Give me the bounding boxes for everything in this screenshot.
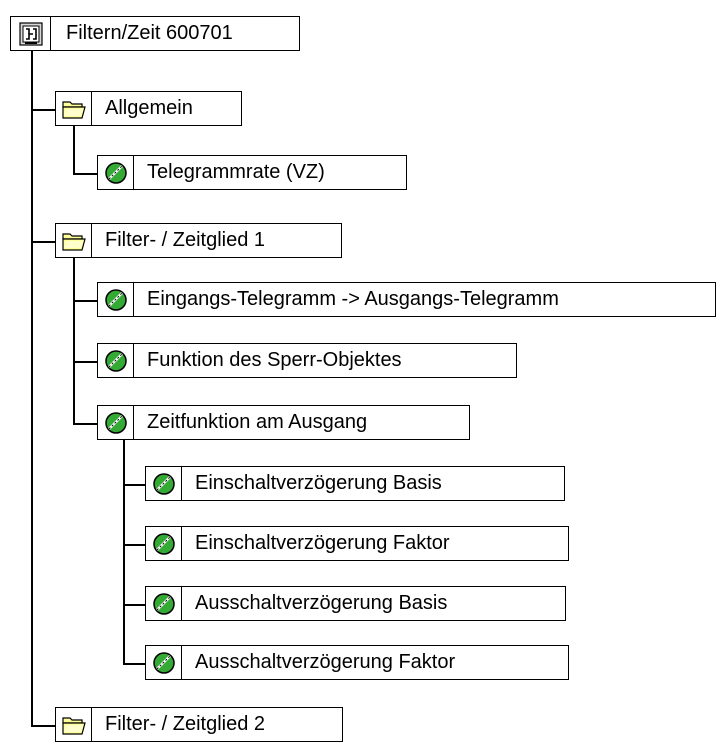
tree-connector bbox=[73, 423, 97, 425]
tree-connector bbox=[123, 484, 145, 486]
tree-param-label: Telegrammrate (VZ) bbox=[147, 161, 325, 183]
device-icon bbox=[11, 17, 51, 50]
tree-folder-label: Filter- / Zeitglied 2 bbox=[105, 713, 266, 735]
tree-folder-zeitglied-1[interactable]: Filter- / Zeitglied 1 bbox=[55, 223, 342, 258]
tree-connector bbox=[31, 241, 55, 243]
tree-param-telegrammrate[interactable]: Telegrammrate (VZ) bbox=[97, 155, 407, 190]
parameter-icon bbox=[146, 467, 182, 500]
tree-param-eingangs-telegramm[interactable]: Eingangs-Telegramm -> Ausgangs-Telegramm bbox=[97, 282, 716, 317]
tree-connector bbox=[31, 43, 33, 727]
folder-open-icon bbox=[56, 224, 92, 257]
parameter-icon bbox=[98, 283, 134, 316]
folder-open-icon bbox=[56, 92, 92, 125]
tree-param-ausschalt-faktor[interactable]: Ausschaltverzögerung Faktor bbox=[145, 645, 569, 680]
tree-folder-zeitglied-2[interactable]: Filter- / Zeitglied 2 bbox=[55, 707, 343, 742]
parameter-icon bbox=[98, 344, 134, 377]
tree-connector bbox=[73, 258, 75, 425]
tree-param-sperr-objekt[interactable]: Funktion des Sperr-Objektes bbox=[97, 343, 517, 378]
tree-connector bbox=[123, 440, 125, 665]
tree-param-label: Ausschaltverzögerung Faktor bbox=[195, 651, 456, 673]
tree-connector bbox=[123, 544, 145, 546]
tree-param-label: Einschaltverzögerung Faktor bbox=[195, 532, 450, 554]
tree-param-label: Eingangs-Telegramm -> Ausgangs-Telegramm bbox=[147, 288, 559, 310]
parameter-icon bbox=[98, 156, 134, 189]
tree-root-label: Filtern/Zeit 600701 bbox=[66, 22, 233, 44]
tree-param-einschalt-faktor[interactable]: Einschaltverzögerung Faktor bbox=[145, 526, 569, 561]
parameter-icon bbox=[146, 527, 182, 560]
tree-connector bbox=[73, 173, 97, 175]
tree-param-einschalt-basis[interactable]: Einschaltverzögerung Basis bbox=[145, 466, 565, 501]
folder-open-icon bbox=[56, 708, 92, 741]
tree-param-label: Funktion des Sperr-Objektes bbox=[147, 349, 402, 371]
tree-connector bbox=[73, 126, 75, 175]
tree-connector bbox=[73, 361, 97, 363]
tree-param-label: Zeitfunktion am Ausgang bbox=[147, 411, 368, 433]
tree-folder-allgemein[interactable]: Allgemein bbox=[55, 91, 242, 126]
tree-param-label: Ausschaltverzögerung Basis bbox=[195, 592, 448, 614]
tree-connector bbox=[31, 725, 55, 727]
tree-folder-label: Allgemein bbox=[105, 97, 193, 119]
tree-folder-label: Filter- / Zeitglied 1 bbox=[105, 229, 266, 251]
tree-root[interactable]: Filtern/Zeit 600701 bbox=[10, 16, 300, 51]
tree-param-ausschalt-basis[interactable]: Ausschaltverzögerung Basis bbox=[145, 586, 566, 621]
tree-connector bbox=[123, 663, 145, 665]
tree-param-label: Einschaltverzögerung Basis bbox=[195, 472, 442, 494]
parameter-icon bbox=[146, 646, 182, 679]
tree-param-zeitfunktion[interactable]: Zeitfunktion am Ausgang bbox=[97, 405, 470, 440]
tree-connector bbox=[31, 109, 55, 111]
parameter-icon bbox=[146, 587, 182, 620]
tree-connector bbox=[73, 300, 97, 302]
tree-connector bbox=[123, 604, 145, 606]
parameter-icon bbox=[98, 406, 134, 439]
